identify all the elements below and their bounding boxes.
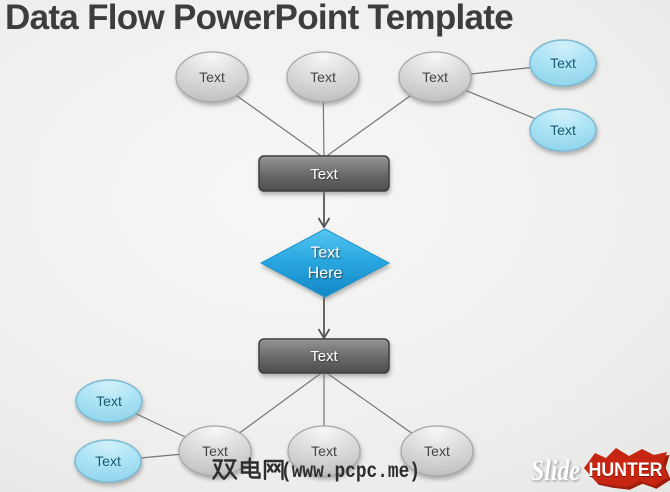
svg-text:Text: Text bbox=[550, 122, 576, 138]
svg-text:Text: Text bbox=[550, 55, 576, 71]
svg-text:Text: Text bbox=[96, 393, 122, 409]
svg-text:Text: Text bbox=[310, 245, 340, 262]
svg-text:Text: Text bbox=[310, 348, 338, 365]
svg-text:Text: Text bbox=[311, 443, 337, 459]
svg-text:Text: Text bbox=[95, 453, 121, 469]
svg-text:Slide: Slide bbox=[531, 454, 580, 487]
svg-text:Text: Text bbox=[424, 443, 450, 459]
svg-text:Text: Text bbox=[199, 69, 225, 85]
svg-text:HUNTER: HUNTER bbox=[589, 460, 663, 481]
svg-text:Text: Text bbox=[310, 166, 338, 183]
svg-text:Text: Text bbox=[202, 443, 228, 459]
svg-text:Here: Here bbox=[308, 265, 343, 282]
svg-text:Text: Text bbox=[310, 69, 336, 85]
svg-text:Text: Text bbox=[422, 69, 448, 85]
svg-text:(www.pcpc.me): (www.pcpc.me) bbox=[281, 461, 420, 484]
